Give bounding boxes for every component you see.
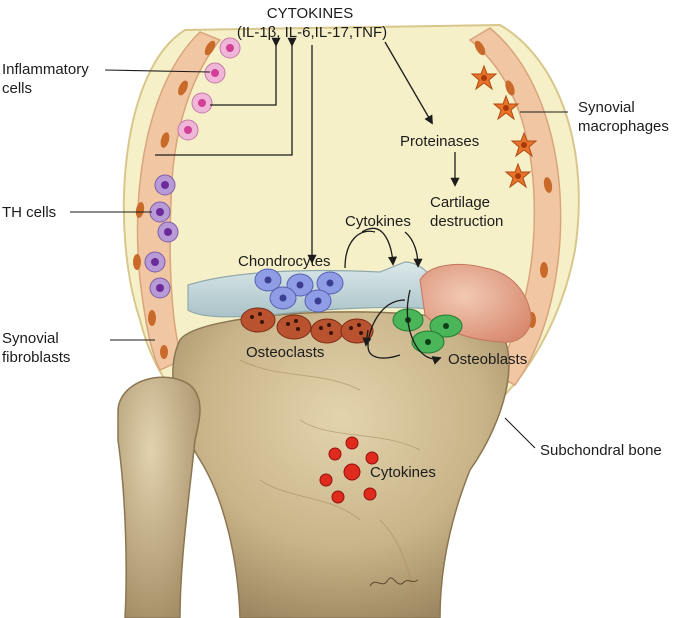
label-osteoblasts: Osteoblasts bbox=[448, 351, 527, 368]
label-cytokines-bone: Cytokines bbox=[370, 464, 436, 481]
label-synovial-mac-line2: macrophages bbox=[578, 118, 669, 135]
chondrocytes bbox=[254, 268, 344, 313]
label-cartilage-line1: Cartilage bbox=[430, 194, 490, 211]
arrows bbox=[155, 37, 460, 365]
synovial-macrophages bbox=[470, 64, 538, 189]
tibia bbox=[172, 311, 510, 618]
label-inflammatory-line2: cells bbox=[2, 80, 32, 97]
th-cells bbox=[144, 174, 179, 299]
osteoclasts bbox=[240, 307, 374, 344]
label-cytokines-mid: Cytokines bbox=[345, 213, 411, 230]
label-synovial-fib-line2: fibroblasts bbox=[2, 349, 70, 366]
artist-signature bbox=[369, 577, 419, 587]
label-osteoclasts: Osteoclasts bbox=[246, 344, 324, 361]
fibula bbox=[117, 376, 201, 618]
label-subchondral-bone: Subchondral bone bbox=[540, 442, 662, 459]
label-th-cells: TH cells bbox=[2, 204, 56, 221]
fibroblast-nuclei-left bbox=[133, 40, 216, 359]
title-line2: (IL-1β, IL-6,IL-17,TNF) bbox=[237, 24, 387, 41]
leader-lines bbox=[70, 69, 568, 449]
label-cartilage-line2: destruction bbox=[430, 213, 503, 230]
bone-cytokine-dots bbox=[319, 436, 379, 504]
label-synovial-mac-line1: Synovial bbox=[578, 99, 635, 116]
inflammatory-cells bbox=[177, 37, 241, 141]
label-proteinases: Proteinases bbox=[400, 133, 479, 150]
label-synovial-fib-line1: Synovial bbox=[2, 330, 59, 347]
title-line1: CYTOKINES bbox=[267, 5, 353, 22]
label-inflammatory-line1: Inflammatory bbox=[2, 61, 89, 78]
label-chondrocytes: Chondrocytes bbox=[238, 253, 331, 270]
bone-texture bbox=[239, 359, 421, 601]
